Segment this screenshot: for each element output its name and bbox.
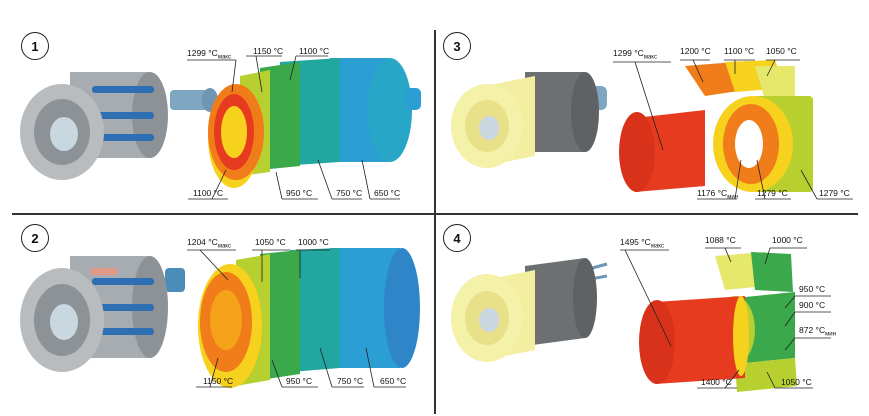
panel-1-illustration: [20, 55, 421, 200]
label-1088: 1088 °C: [705, 235, 736, 245]
panel-4: 4: [435, 208, 869, 416]
label-min-temp: 1176 °Cмин: [697, 188, 738, 201]
panel-1: 1: [0, 0, 434, 208]
panel-3-illustration: [451, 59, 853, 200]
label-650: 650 °C: [380, 376, 407, 386]
panel-3: 3: [435, 0, 869, 208]
panel-number-badge: 4: [443, 224, 471, 252]
label-max-temp: 1495 °Cмакс: [620, 237, 664, 250]
label-950: 950 °C: [286, 376, 313, 386]
panel-number-badge: 2: [21, 224, 49, 252]
label-max-temp: 1299 °Cмакс: [613, 48, 657, 61]
label-650: 650 °C: [374, 188, 401, 198]
label-1150: 1150 °C: [203, 376, 234, 386]
label-1400: 1400 °C: [701, 377, 732, 387]
label-max-temp: 1299 °Cмакс: [187, 48, 231, 61]
panel-2-illustration: [20, 248, 420, 388]
panel-2: 2: [0, 208, 434, 416]
divider-horizontal: [12, 213, 858, 215]
label-950: 950 °C: [286, 188, 313, 198]
label-min-temp: 872 °Cмин: [799, 325, 836, 338]
label-950: 950 °C: [799, 284, 826, 294]
label-900: 900 °C: [799, 300, 826, 310]
label-max-temp: 1204 °Cмакс: [187, 237, 231, 250]
label-1050: 1050 °C: [766, 46, 797, 56]
panel-number-badge: 1: [21, 32, 49, 60]
label-1279-a: 1279 °C: [757, 188, 788, 198]
label-1100-bottom: 1100 °C: [193, 188, 224, 198]
label-750: 750 °C: [337, 376, 364, 386]
label-1050: 1050 °C: [781, 377, 812, 387]
divider-vertical: [434, 30, 436, 414]
label-750: 750 °C: [336, 188, 363, 198]
panel-4-illustration: [451, 247, 831, 392]
label-1279-b: 1279 °C: [819, 188, 850, 198]
label-1000: 1000 °C: [298, 237, 329, 247]
label-1050: 1050 °C: [255, 237, 286, 247]
label-1100: 1100 °C: [724, 46, 755, 56]
label-1150: 1150 °C: [253, 46, 284, 56]
label-1200: 1200 °C: [680, 46, 711, 56]
panel-number-badge: 3: [443, 32, 471, 60]
label-1100-top: 1100 °C: [299, 46, 330, 56]
label-1000: 1000 °C: [772, 235, 803, 245]
